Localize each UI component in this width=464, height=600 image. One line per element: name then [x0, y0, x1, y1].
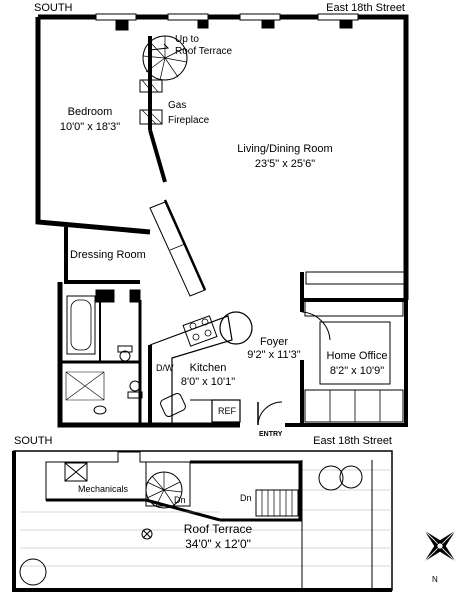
roof-south-label: SOUTH [14, 435, 53, 447]
shelving [305, 271, 405, 285]
mechanical-unit [64, 462, 88, 482]
stair-label: Roof Terrace [175, 46, 233, 57]
planter [318, 465, 344, 491]
entry-door [257, 401, 283, 426]
living-room-size: 23'5" x 25'6" [255, 158, 315, 170]
exterior-wall [38, 14, 409, 300]
dishwasher-label: D/W [156, 363, 174, 373]
shower [65, 371, 105, 401]
south-label: SOUTH [34, 2, 73, 14]
bedroom-size: 10'0" x 18'3" [60, 121, 120, 133]
kitchen-size: 8'0" x 10'1" [181, 376, 235, 388]
kitchen-name: Kitchen [190, 362, 227, 374]
toilet [119, 350, 131, 362]
down-label: Dn [174, 495, 186, 505]
dressing-room-name: Dressing Room [70, 249, 146, 261]
street-label: East 18th Street [326, 2, 405, 14]
office-wall [300, 272, 406, 302]
roof-terrace-name: Roof Terrace [184, 522, 253, 536]
window [239, 13, 281, 21]
bedroom-name: Bedroom [68, 106, 113, 118]
roof-outline [13, 450, 393, 591]
foyer-size: 9'2" x 11'3" [247, 349, 300, 361]
mechanicals-label: Mechanicals [78, 484, 129, 494]
apartment-plan [35, 13, 409, 428]
roof-terrace-plan [12, 450, 393, 592]
home-office-size: 8'2" x 10'9" [330, 365, 384, 377]
bed [319, 321, 391, 385]
exterior-wall-west [35, 17, 151, 235]
entry-label: ENTRY [259, 431, 283, 438]
fireplace-label: Fireplace [168, 115, 210, 126]
sliding-partition [149, 201, 206, 297]
roof-drain [141, 528, 153, 540]
foyer-name: Foyer [260, 336, 288, 348]
fireplace-label: Gas [168, 100, 186, 111]
dressing-wall [64, 227, 140, 284]
lower-west-wall [57, 282, 240, 428]
ref-label: REF [218, 406, 237, 416]
stair-bulkhead [190, 460, 302, 522]
built-in-desk [304, 299, 404, 317]
refrigerator [211, 399, 241, 423]
lower-east-wall [285, 300, 408, 427]
bath-wall [60, 290, 101, 363]
oven [160, 393, 186, 417]
planter [19, 558, 47, 586]
window [317, 13, 359, 21]
island [219, 311, 253, 345]
partition-wall [148, 36, 167, 183]
fireplace [139, 79, 163, 93]
down-label: Dn [240, 493, 252, 503]
sink [93, 405, 107, 415]
stairs-down [255, 489, 299, 517]
fireplace [139, 109, 163, 125]
bathtub [66, 295, 96, 355]
kitchen-counter [149, 315, 233, 425]
roof-terrace-size: 34'0" x 12'0" [185, 537, 251, 551]
home-office-name: Home Office [327, 350, 388, 362]
bath-divider [60, 300, 142, 425]
planter [339, 465, 363, 489]
window [95, 13, 137, 21]
toilet [129, 380, 141, 392]
living-room-name: Living/Dining Room [237, 143, 332, 155]
roof-street-label: East 18th Street [313, 435, 392, 447]
cabinet [304, 389, 404, 423]
compass-north-label: N [432, 575, 438, 584]
cooktop [182, 315, 218, 347]
stair-label: Up to [175, 34, 199, 45]
roof-parapet [12, 451, 392, 592]
compass-rose [424, 530, 456, 562]
window [167, 13, 209, 21]
